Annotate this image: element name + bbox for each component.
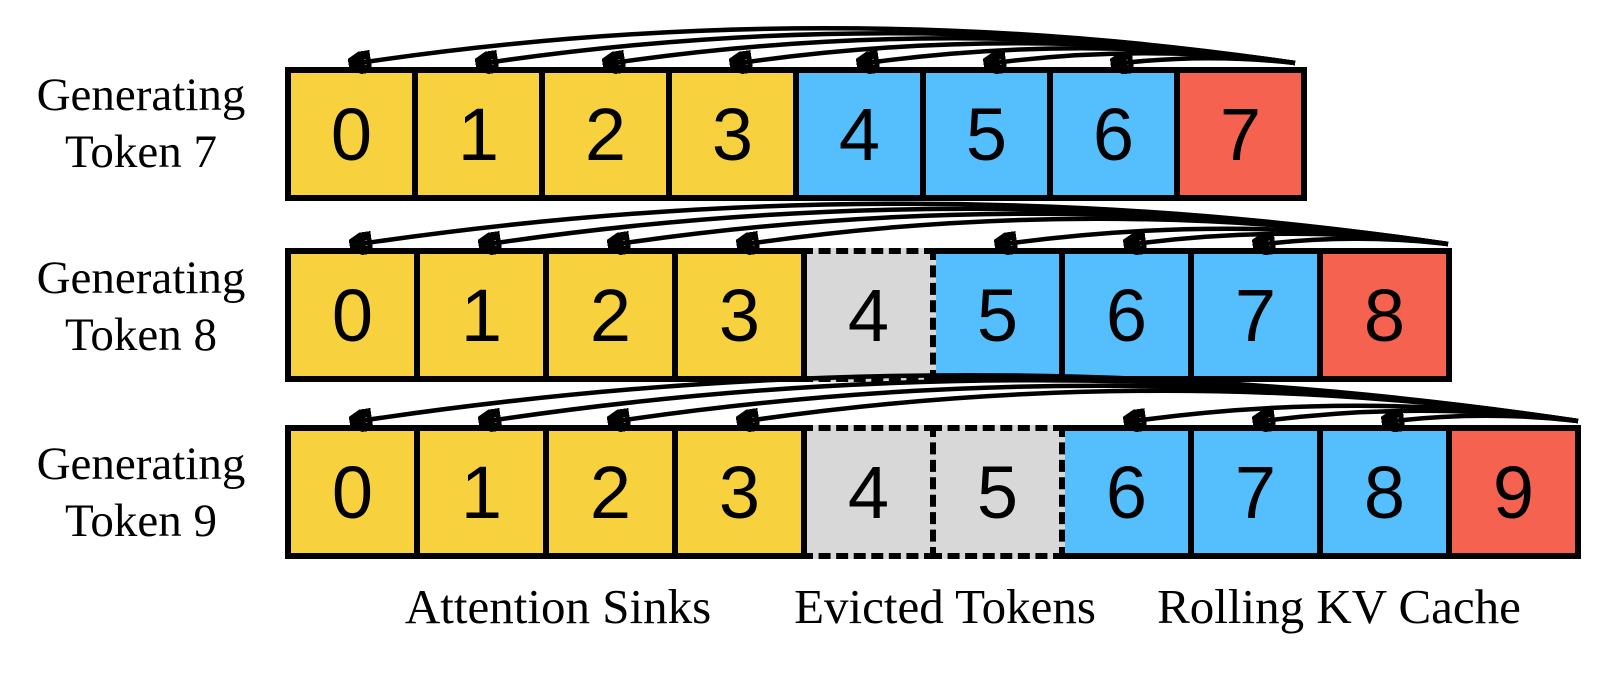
attention-arc — [1127, 403, 1579, 422]
attention-arc — [1256, 239, 1449, 245]
token-cell-kv-cache: 7 — [1188, 248, 1323, 382]
token-cell-kv-cache: 6 — [1059, 248, 1194, 382]
attention-arc — [479, 31, 1296, 64]
token-row-generating-7: 0 1 2 3 4 5 6 7 — [285, 67, 1307, 201]
attention-arc — [1385, 416, 1579, 422]
legend-rolling-kv-cache: Rolling KV Cache — [1157, 579, 1521, 634]
token-cell-kv-cache: 5 — [930, 248, 1065, 382]
token-row-generating-9: 0 1 2 3 4 5 6 7 8 9 — [285, 425, 1581, 559]
attention-arc — [352, 26, 1296, 64]
attention-arc — [1127, 234, 1449, 245]
attention-arrows-row-1 — [352, 26, 1296, 64]
attention-arc — [740, 216, 1449, 245]
token-cell-sink: 0 — [285, 248, 420, 382]
attention-arc — [1256, 411, 1579, 422]
token-cell-kv-cache: 5 — [920, 67, 1053, 201]
token-cell-current: 9 — [1446, 425, 1581, 559]
token-cell-current: 8 — [1317, 248, 1452, 382]
token-cell-sink: 2 — [543, 425, 678, 559]
token-cell-kv-cache: 7 — [1188, 425, 1323, 559]
legend-evicted-tokens: Evicted Tokens — [794, 579, 1096, 634]
row-label-generating-token-9: Generating Token 9 — [0, 436, 282, 550]
row-label-generating-token-7: Generating Token 7 — [0, 67, 282, 181]
token-cell-sink: 3 — [672, 425, 807, 559]
token-cell-kv-cache: 6 — [1059, 425, 1194, 559]
token-row-generating-8: 0 1 2 3 4 5 6 7 8 — [285, 248, 1452, 382]
token-cell-evicted: 5 — [930, 425, 1065, 559]
legend-attention-sinks: Attention Sinks — [404, 579, 712, 634]
attention-arc — [740, 388, 1579, 422]
token-cell-evicted: 4 — [801, 248, 936, 382]
attention-arc — [482, 378, 1579, 422]
token-cell-sink: 0 — [285, 425, 420, 559]
token-cell-current: 7 — [1174, 67, 1307, 201]
token-cell-kv-cache: 8 — [1317, 425, 1452, 559]
attention-arc — [860, 46, 1296, 64]
token-cell-sink: 0 — [285, 67, 418, 201]
attention-arc — [611, 211, 1449, 245]
token-cell-kv-cache: 4 — [793, 67, 926, 201]
row-label-line2: Token 9 — [64, 495, 218, 547]
token-cell-sink: 2 — [543, 248, 678, 382]
token-cell-sink: 3 — [666, 67, 799, 201]
row-label-generating-token-8: Generating Token 8 — [0, 250, 282, 364]
attention-arc — [353, 373, 1579, 422]
attention-arc — [998, 226, 1449, 245]
attention-arc — [353, 201, 1449, 245]
token-cell-sink: 1 — [412, 67, 545, 201]
token-cell-sink: 3 — [672, 248, 807, 382]
attention-arc — [733, 41, 1296, 64]
attention-arrows-row-3 — [353, 373, 1579, 422]
row-label-line2: Token 7 — [64, 126, 218, 178]
token-cell-sink: 1 — [414, 248, 549, 382]
token-cell-kv-cache: 6 — [1047, 67, 1180, 201]
token-cell-sink: 1 — [414, 425, 549, 559]
row-label-line1: Generating — [36, 438, 246, 490]
attention-arc — [611, 383, 1579, 422]
token-cell-sink: 2 — [539, 67, 672, 201]
attention-arc — [1114, 58, 1296, 64]
attention-arrows-row-2 — [353, 201, 1449, 245]
attention-arc — [606, 36, 1296, 64]
token-cell-evicted: 4 — [801, 425, 936, 559]
attention-arc — [987, 53, 1296, 64]
row-label-line1: Generating — [36, 69, 246, 121]
row-label-line1: Generating — [36, 252, 246, 304]
row-label-line2: Token 8 — [64, 309, 218, 361]
attention-arc — [482, 206, 1449, 245]
